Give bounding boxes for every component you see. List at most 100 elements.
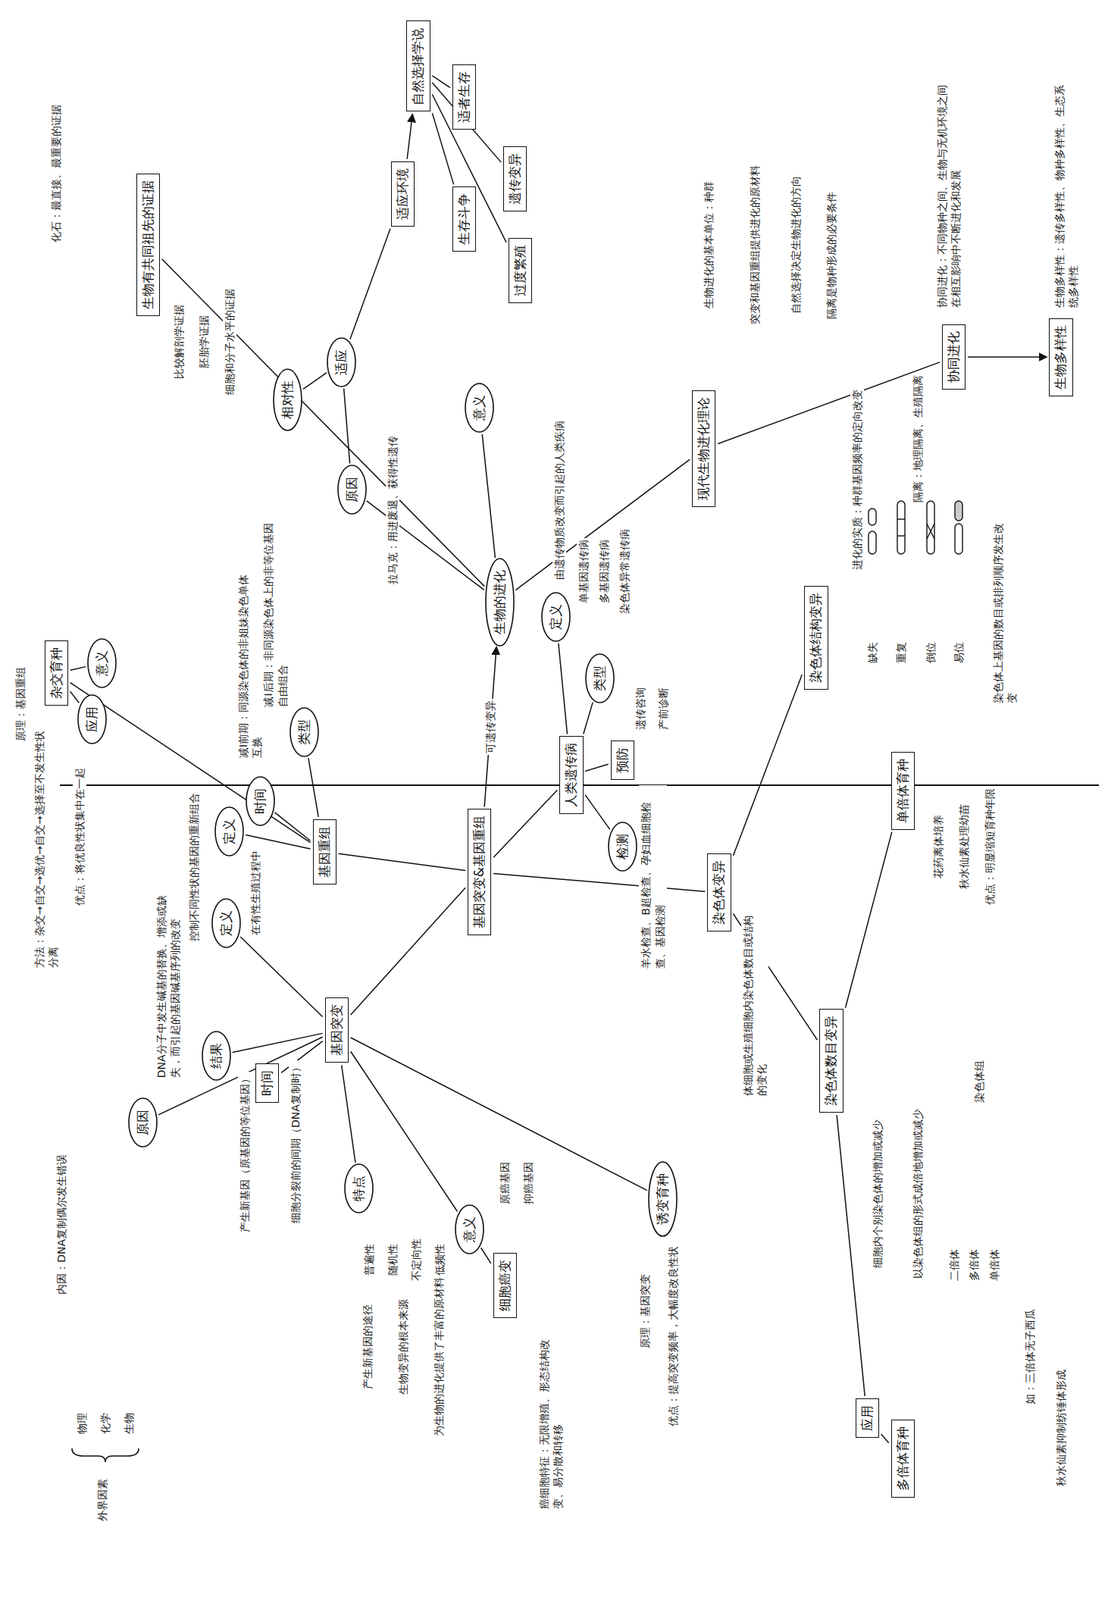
note-text: 化石：最直接、最重要的证据 xyxy=(49,103,63,245)
note-text: 抑癌基因 xyxy=(521,1160,536,1206)
topic-box: 生物有共同祖先的证据 xyxy=(136,173,160,317)
ellipse-shape xyxy=(246,776,275,826)
connector xyxy=(341,1064,356,1163)
topic-ellipse: 检测 xyxy=(607,821,638,872)
ellipse-shape xyxy=(290,707,319,757)
note-text: 突变和基因重组提供进化的原材料 xyxy=(748,163,762,326)
note-text: 秋水仙素处理幼苗 xyxy=(957,802,971,891)
note-text: 隔离：地理隔离、生殖隔离 xyxy=(910,373,925,504)
chromosome-band xyxy=(897,518,905,520)
note-text: 生物 xyxy=(122,1411,136,1436)
note-text: 生物多样性：遗传多样性、物种多样性、生态系统多样性 xyxy=(1052,78,1080,310)
note-text: 低频性 xyxy=(432,1242,447,1278)
connector-label: 可遗传变异 xyxy=(483,698,498,755)
connector xyxy=(583,702,593,735)
node-text: 生物的进化 xyxy=(491,569,508,635)
chromosome-symbol xyxy=(954,523,963,554)
note-text: 优点：将优良性状集中在一起 xyxy=(72,766,87,908)
ellipse-shape xyxy=(344,1164,373,1213)
connector xyxy=(70,691,80,703)
node-text: 定义 xyxy=(547,604,564,630)
node-text: 检测 xyxy=(614,833,631,860)
node-text: 原因 xyxy=(134,1109,151,1136)
ellipse-shape xyxy=(87,638,116,688)
connector xyxy=(431,112,454,185)
topic-box: 染色体结构变异 xyxy=(804,585,828,690)
topic-ellipse: 诱变育种 xyxy=(647,1161,678,1237)
note-text: 染色体异常遗传病 xyxy=(617,527,632,616)
chromosome-band xyxy=(926,523,935,539)
topic-box: 人类遗传病 xyxy=(559,735,583,814)
node-text: 特点 xyxy=(350,1175,367,1202)
brace xyxy=(71,1448,139,1462)
node-text: 诱变育种 xyxy=(654,1173,671,1225)
chromosome-symbol xyxy=(897,500,905,554)
note-text: 拉马克：用进废退、获得性遗传 xyxy=(385,434,400,586)
node-text: 自然选择学说 xyxy=(410,28,426,106)
topic-box: 生物多样性 xyxy=(1048,318,1073,397)
node-text: 基因突变&基因重组 xyxy=(471,815,488,929)
connector xyxy=(240,936,323,1017)
node-text: 相对性 xyxy=(279,380,296,420)
note-text: 外界因素 xyxy=(95,1477,110,1523)
connector xyxy=(232,1032,323,1052)
topic-box: 生存斗争 xyxy=(452,186,476,252)
note-text: 染色体组 xyxy=(972,1058,986,1105)
ellipse-shape xyxy=(273,369,302,431)
topic-box: 预防 xyxy=(610,740,635,780)
topic-box: 协同进化 xyxy=(942,324,966,390)
topic-ellipse: 定义 xyxy=(211,898,242,949)
ellipse-shape xyxy=(215,807,244,856)
topic-ellipse: 意义 xyxy=(454,1204,485,1255)
topic-box: 遗传变异 xyxy=(503,146,527,212)
connector xyxy=(406,113,413,159)
topic-box: 应用 xyxy=(855,1398,880,1438)
note-text: 物理 xyxy=(75,1411,89,1436)
connector xyxy=(717,362,940,445)
chromosome-symbol xyxy=(868,508,877,526)
connector xyxy=(585,795,610,830)
ellipse-shape xyxy=(541,592,570,642)
note-text: 由遗传物质改变而引起的人类疾病 xyxy=(552,419,567,582)
ellipse-shape xyxy=(338,465,367,514)
note-text: 隔离是物种形成的必要条件 xyxy=(824,190,839,321)
node-text: 意义 xyxy=(461,1216,478,1243)
topic-box: 杂交育种 xyxy=(44,640,69,706)
node-text: 时间 xyxy=(252,788,269,814)
note-text: 优点：明显缩短育种年限 xyxy=(982,786,997,907)
note-text: 协同进化：不同物种之间、生物与无机环境之间在相互影响中不断进化和发展 xyxy=(935,78,963,310)
connector xyxy=(350,228,391,340)
note-text: 细胞内个别染色体的增加或减少 xyxy=(870,1117,885,1270)
node-text: 单倍体育种 xyxy=(895,758,911,824)
node-text: 适应 xyxy=(333,349,350,376)
note-text: 倒位 xyxy=(923,640,938,665)
chromosome-symbol xyxy=(868,531,877,554)
topic-ellipse: 类型 xyxy=(289,707,320,758)
connector xyxy=(881,1433,889,1443)
ellipse-shape xyxy=(78,694,107,744)
connector xyxy=(967,356,1047,358)
node-text: 染色体变异 xyxy=(710,860,727,925)
ellipse-shape xyxy=(327,338,356,387)
topic-box: 单倍体育种 xyxy=(891,751,915,830)
note-text: 优点：提高突变频率，大幅度改良性状 xyxy=(666,1244,680,1428)
topic-ellipse: 原因 xyxy=(128,1097,158,1148)
note-text: 原理：基因重组 xyxy=(13,665,28,743)
connector xyxy=(350,887,466,1015)
note-text: 癌细胞特征：无限增殖、形态结构改变、易分散和转移 xyxy=(537,1325,565,1511)
node-text: 生存斗争 xyxy=(456,193,473,245)
topic-ellipse: 定义 xyxy=(214,806,245,857)
connector xyxy=(245,835,310,849)
note-text: 原理：基因突变 xyxy=(638,1272,652,1350)
note-text: 普遍性 xyxy=(362,1242,376,1278)
topic-box: 适应环境 xyxy=(391,161,415,227)
node-text: 类型 xyxy=(296,719,313,745)
connector xyxy=(845,832,892,1008)
note-text: 内因：DNA复制偶尔发生错误 xyxy=(54,1152,69,1296)
note-text: DNA分子中发生碱基的替换、增添或缺失，而引起的基因碱基序列的改变 xyxy=(154,879,182,1080)
note-text: 比较解剖学证据 xyxy=(172,303,186,381)
topic-box: 细胞癌变 xyxy=(493,1252,517,1318)
note-text: 方法：杂交→自交→选优→自交→选择至不发生性状分离 xyxy=(32,723,60,970)
node-text: 原因 xyxy=(344,476,360,503)
